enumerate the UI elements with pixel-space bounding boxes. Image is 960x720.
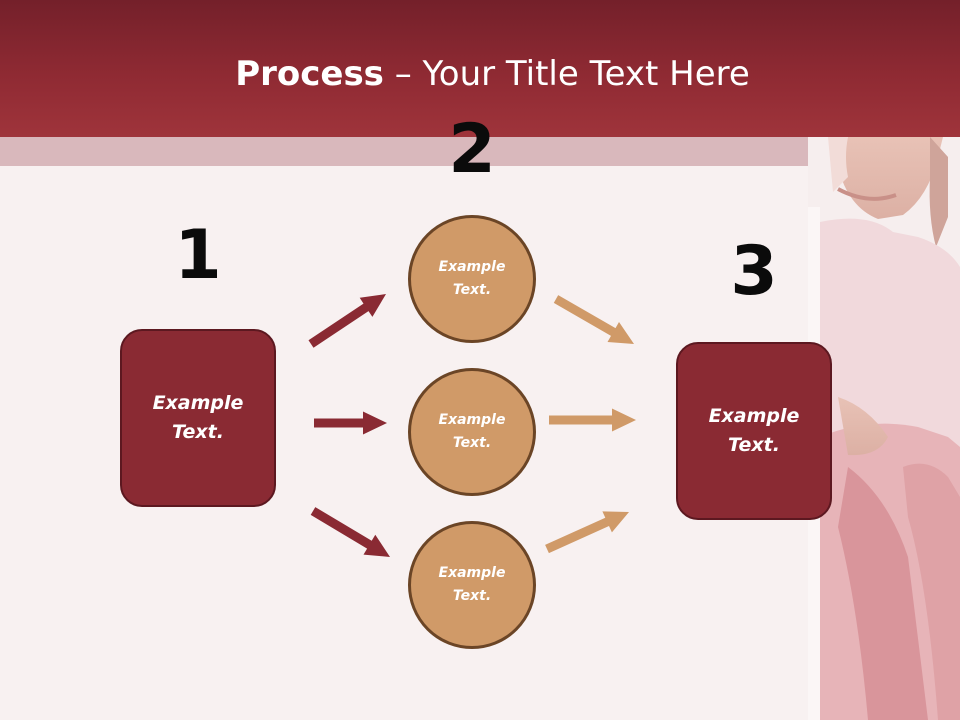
circle-bottom-text: Example Text. [438, 565, 506, 604]
arrow-to-circle-middle [314, 411, 387, 435]
slide-title[interactable]: Process – Your Title Text Here [0, 52, 960, 96]
arrow-from-circle-bottom [545, 511, 629, 554]
arrow-to-circle-bottom [310, 507, 390, 557]
step-2-circle-bottom[interactable]: Example Text. [408, 521, 536, 649]
step-1-box[interactable]: Example Text. [120, 329, 276, 507]
circle-middle-text: Example Text. [438, 412, 506, 451]
arrow-from-circle-middle [549, 408, 636, 432]
chef-photo [808, 137, 960, 720]
step-3-box[interactable]: Example Text. [676, 342, 832, 520]
step-number-1: 1 [174, 216, 222, 295]
step-number-3: 3 [730, 232, 778, 311]
arrow-to-circle-top [308, 294, 386, 348]
step-2-circle-middle[interactable]: Example Text. [408, 368, 536, 496]
step-2-circle-top[interactable]: Example Text. [408, 215, 536, 343]
header-band [0, 0, 960, 137]
step-1-text: Example Text. [152, 392, 244, 443]
step-number-2: 2 [448, 110, 496, 189]
circle-top-text: Example Text. [438, 259, 506, 298]
title-rest-part: – Your Title Text Here [383, 54, 750, 94]
header-sub-band [0, 137, 960, 166]
title-bold-part: Process [235, 54, 384, 94]
arrow-from-circle-top [553, 295, 634, 344]
step-3-text: Example Text. [708, 405, 800, 456]
